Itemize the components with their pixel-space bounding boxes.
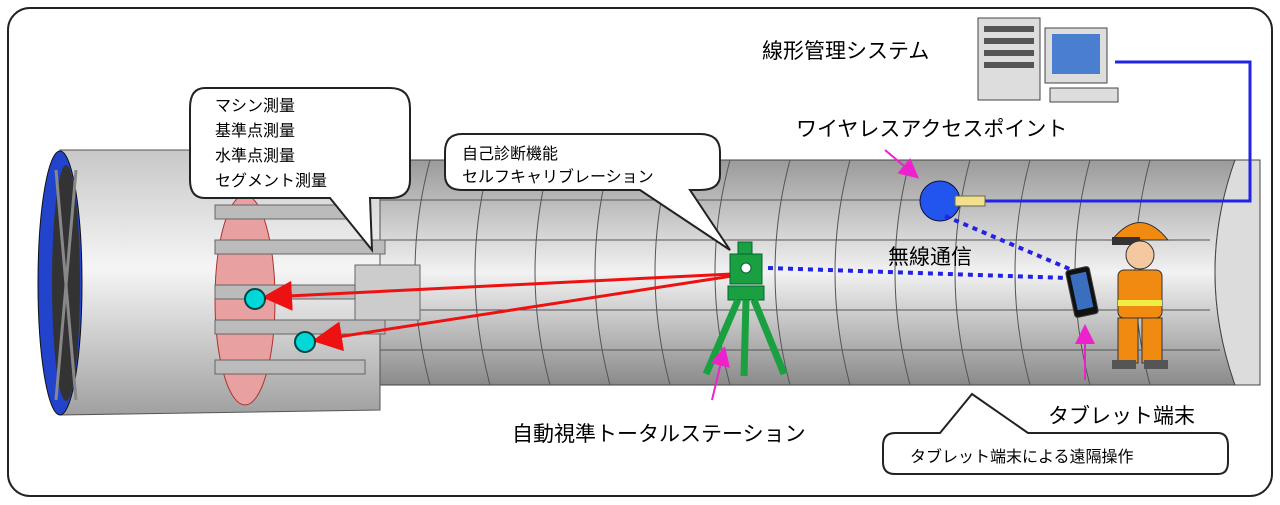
- access-point-icon: [919, 180, 961, 222]
- callout-line: 自己診断機能: [462, 144, 558, 163]
- measurement-arrows: [262, 272, 733, 352]
- target-prism-icon: [244, 288, 266, 310]
- access-point-antenna: [954, 195, 986, 207]
- wired-connection-line: [985, 60, 1252, 203]
- computer-icon: [977, 17, 1119, 103]
- callout-line: 水準点測量: [215, 146, 295, 165]
- access-point-label: ワイヤレスアクセスポイント: [796, 117, 1067, 141]
- target-prism-icon: [294, 331, 316, 353]
- survey-callout: [189, 87, 411, 253]
- total-station-icon: [702, 241, 788, 377]
- worker-icon: [1110, 222, 1170, 369]
- tablet-screen: [1070, 271, 1094, 311]
- callout-line: セルフキャリブレーション: [462, 167, 654, 186]
- pointer-arrows: [710, 149, 1095, 401]
- diagnosis-callout: [444, 133, 731, 251]
- system-label: 線形管理システム: [762, 39, 929, 63]
- total-station-label: 自動視準トータルステーション: [512, 422, 806, 446]
- remote-callout: [882, 392, 1229, 475]
- callout-line: 基準点測量: [215, 121, 295, 140]
- callout-text: タブレット端末による遠隔操作: [910, 447, 1134, 466]
- callout-line: セグメント測量: [215, 171, 327, 190]
- wireless-links: [767, 214, 1073, 280]
- callout-line: マシン測量: [215, 96, 295, 115]
- wireless-label: 無線通信: [888, 245, 972, 269]
- tablet-label: タブレット端末: [1048, 404, 1195, 428]
